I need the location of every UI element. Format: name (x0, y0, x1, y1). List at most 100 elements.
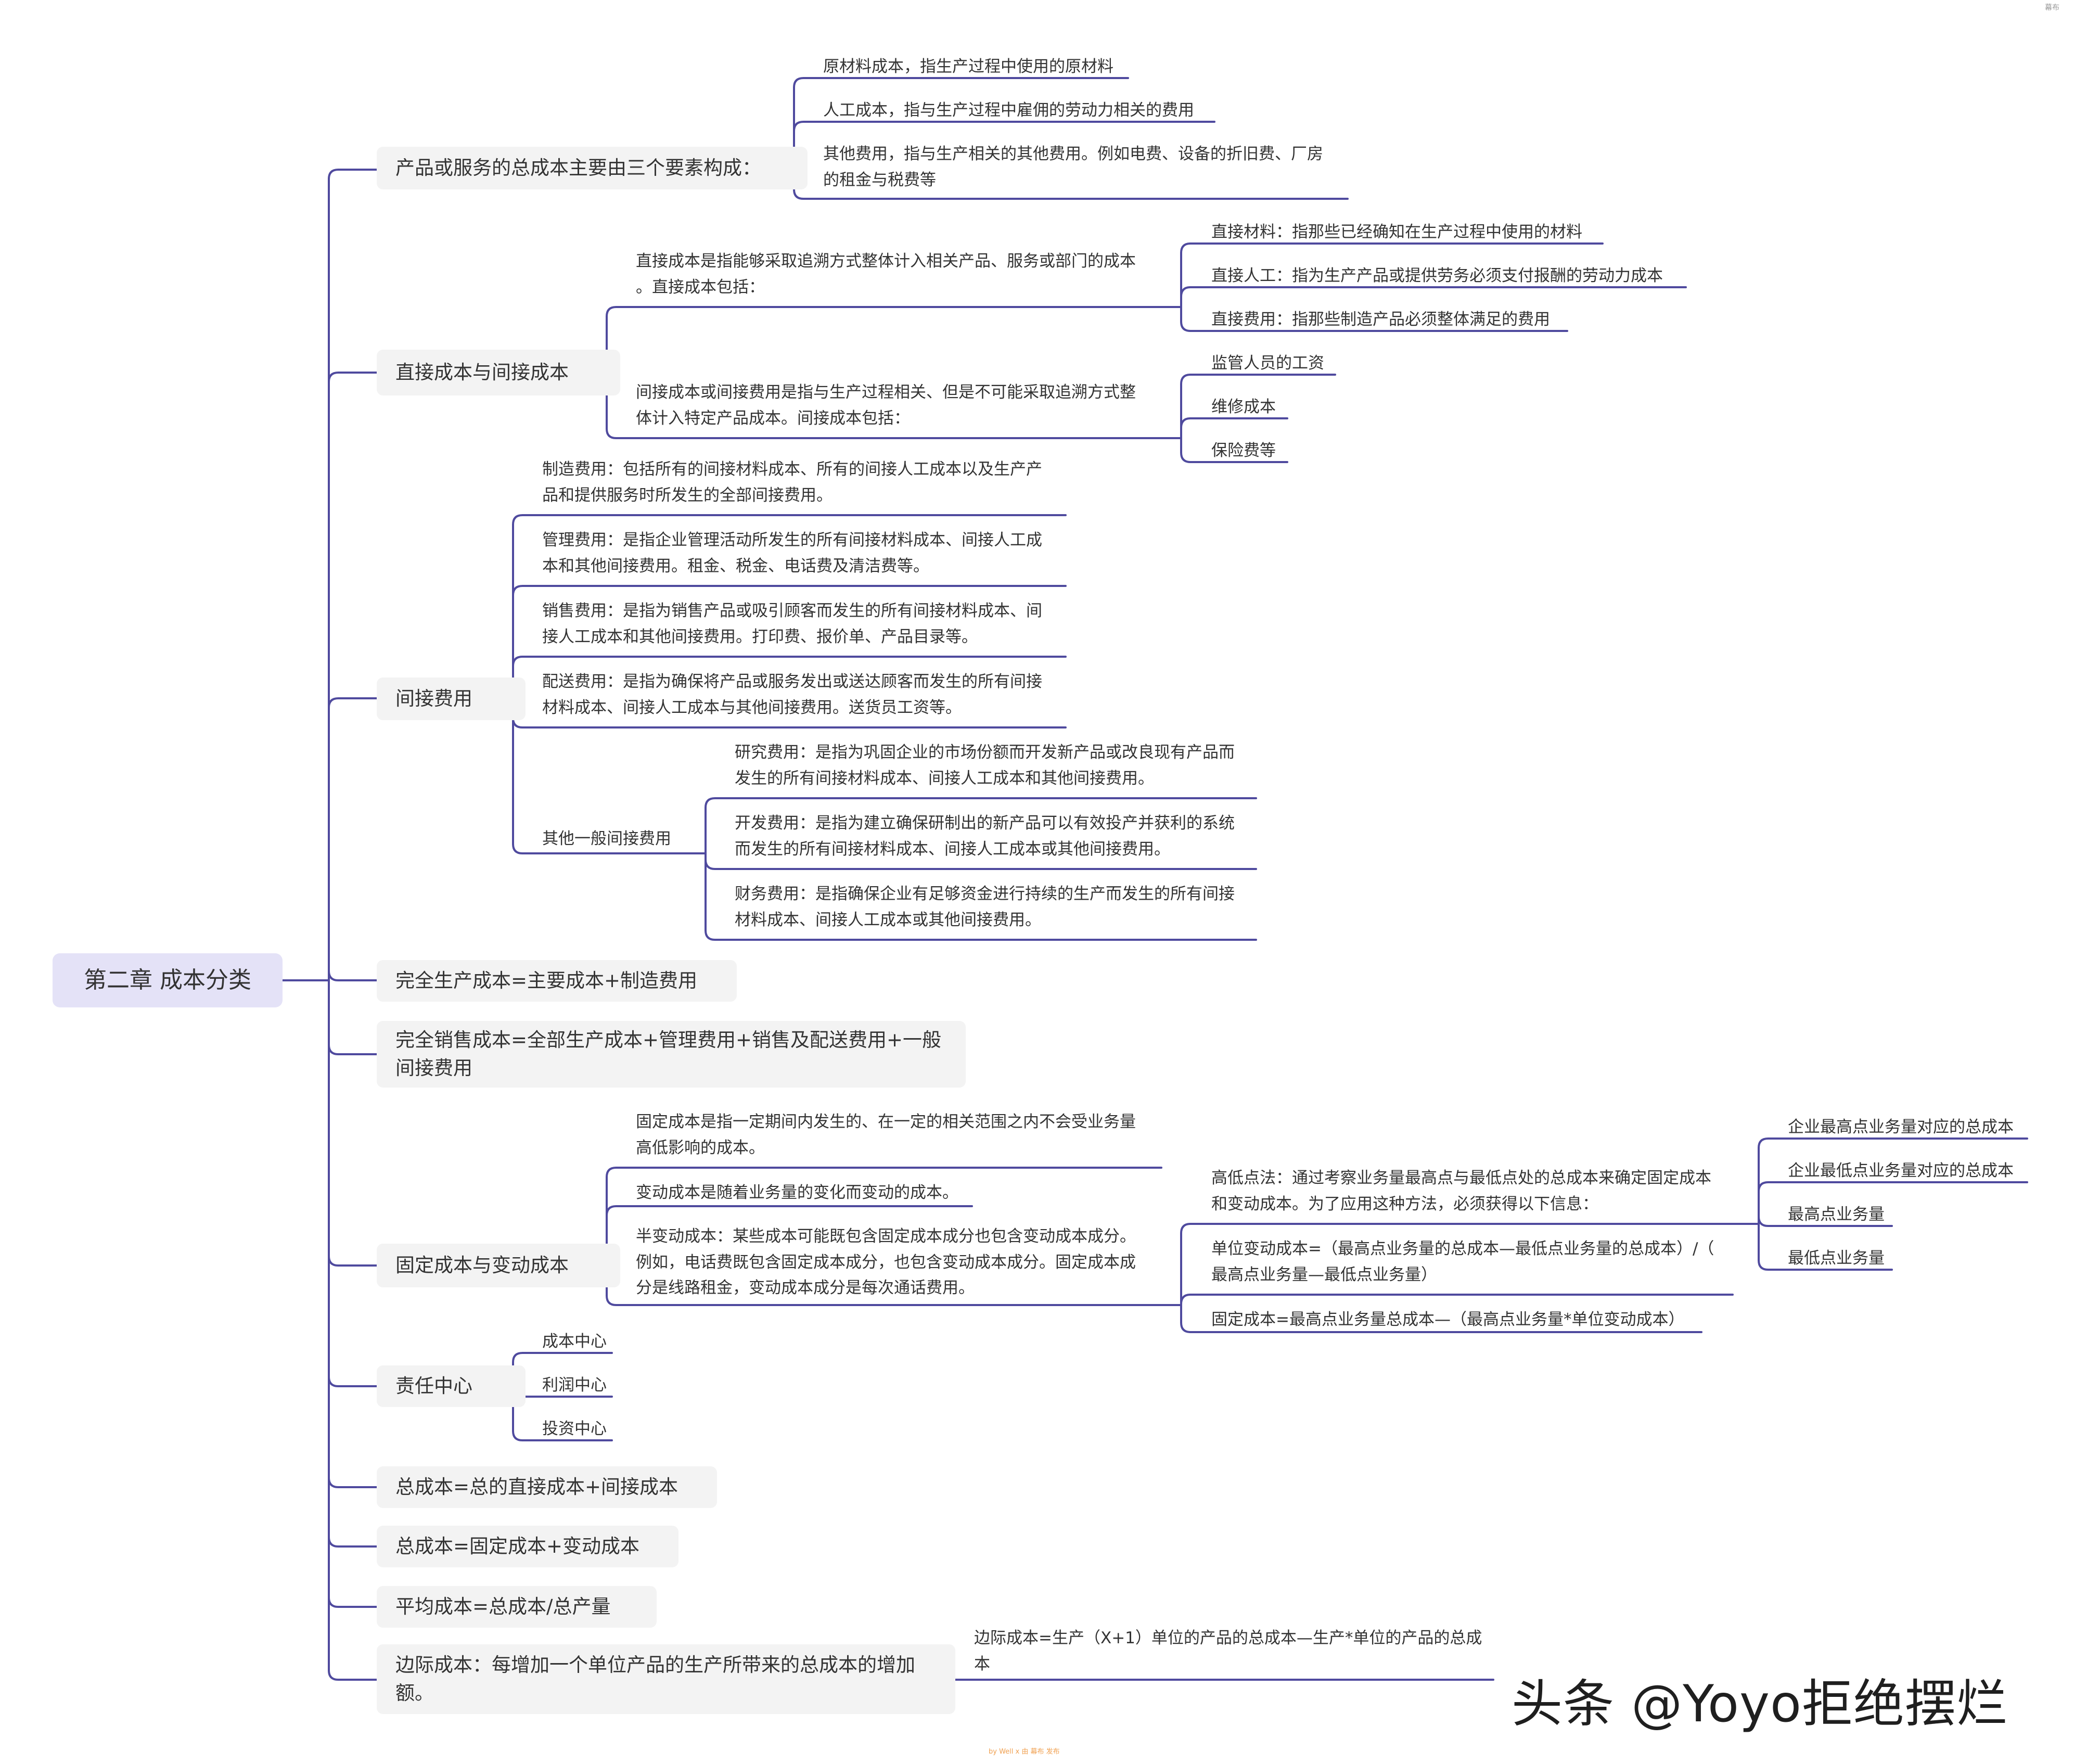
branch-high-low-branch-1 (1758, 1181, 2028, 1193)
leaf-profit-center[interactable]: 利润中心 (542, 1376, 607, 1395)
topic-full-sales-cost[interactable]: 完全销售成本=全部生产成本+管理费用+销售及配送费用+一般 间接费用 (377, 1021, 966, 1088)
leaf-line: 制造费用：包括所有的间接材料成本、所有的间接人工成本以及生产产 (542, 460, 1042, 479)
leaf-line: 高低影响的成本。 (636, 1138, 765, 1157)
leaf-raw-material-cost[interactable]: 原材料成本，指生产过程中使用的原材料 (823, 57, 1113, 76)
leaf-line: 其他费用，指与生产相关的其他费用。例如电费、设备的折旧费、厂房 (823, 145, 1323, 163)
branch-cost-elements-branch-0 (793, 77, 1129, 88)
leaf-other-expenses[interactable]: 其他费用，指与生产相关的其他费用。例如电费、设备的折旧费、厂房 的租金与税费等 (823, 142, 1323, 193)
leaf-line: 研究费用：是指为巩固企业的市场份额而开发新产品或改良现有产品而 (735, 743, 1235, 762)
topic-total-cost-fixed[interactable]: 总成本=固定成本+变动成本 (377, 1526, 678, 1567)
leaf-direct-material[interactable]: 直接材料：指那些已经确知在生产过程中使用的材料 (1211, 223, 1582, 241)
watermark: 头条 @Yoyo拒绝摆烂 (1512, 1674, 2008, 1734)
branch-responsibility-branch-0 (512, 1352, 613, 1363)
root-branches-branch-1 (328, 372, 378, 383)
leaf-direct-labor[interactable]: 直接人工：指为生产产品或提供劳务必须支付报酬的劳动力成本 (1211, 266, 1663, 285)
leaf-highest-volume[interactable]: 最高点业务量 (1788, 1205, 1885, 1224)
leaf-insurance[interactable]: 保险费等 (1211, 441, 1276, 460)
leaf-highest-total-cost[interactable]: 企业最高点业务量对应的总成本 (1788, 1118, 2014, 1136)
leaf-manufacturing-overhead[interactable]: 制造费用：包括所有的间接材料成本、所有的间接人工成本以及生产产 品和提供服务时所… (542, 457, 1042, 508)
topic-marginal-cost[interactable]: 边际成本：每增加一个单位产品的生产所带来的总成本的增加 额。 (377, 1644, 955, 1714)
branch-high-low-branch-2 (1758, 1216, 1893, 1227)
leaf-admin-overhead[interactable]: 管理费用：是指企业管理活动所发生的所有间接材料成本、间接人工成 本和其他间接费用… (542, 528, 1042, 579)
topic-direct-indirect-cost[interactable]: 直接成本与间接成本 (377, 350, 620, 395)
leaf-line: 的租金与税费等 (823, 170, 936, 189)
leaf-unit-variable-cost-formula[interactable]: 单位变动成本=（最高点业务量的总成本—最低点业务量的总成本）/（ 最高点业务量—… (1211, 1236, 1714, 1288)
topic-label: 完全生产成本=主要成本+制造费用 (395, 969, 698, 992)
root-branches-branch-8 (328, 1536, 378, 1548)
leaf-indirect-cost-definition[interactable]: 间接成本或间接费用是指与生产过程相关、但是不可能采取追溯方式整 体计入特定产品成… (636, 380, 1136, 431)
topic-label: 总成本=固定成本+变动成本 (395, 1535, 640, 1558)
leaf-research-cost[interactable]: 研究费用：是指为巩固企业的市场份额而开发新产品或改良现有产品而 发生的所有间接材… (735, 740, 1235, 791)
leaf-direct-expense[interactable]: 直接费用：指那些制造产品必须整体满足的费用 (1211, 310, 1550, 329)
branch-high-low-branch-3 (1758, 1259, 1893, 1271)
branch-fixed-variable-branch-1 (606, 1205, 973, 1217)
leaf-line: 固定成本是指一定期间内发生的、在一定的相关范围之内不会受业务量 (636, 1113, 1136, 1131)
topic-label: 总成本=总的直接成本+间接成本 (395, 1476, 678, 1499)
leaf-line: 而发生的所有间接材料成本、间接人工成本或其他间接费用。 (735, 839, 1170, 859)
topic-responsibility-center[interactable]: 责任中心 (377, 1365, 526, 1407)
leaf-distribution-overhead[interactable]: 配送费用：是指为确保将产品或服务发出或送达顾客而发生的所有间接 材料成本、间接人… (542, 669, 1042, 721)
leaf-line: 本和其他间接费用。租金、税金、电话费及清洁费等。 (542, 556, 929, 576)
topic-label: 产品或服务的总成本主要由三个要素构成： (395, 157, 761, 180)
leaf-line: 管理费用：是指企业管理活动所发生的所有间接材料成本、间接人工成 (542, 531, 1042, 549)
leaf-direct-cost-definition[interactable]: 直接成本是指能够采取追溯方式整体计入相关产品、服务或部门的成本 。直接成本包括： (636, 249, 1136, 300)
topic-label: 平均成本=总成本/总产量 (395, 1595, 611, 1618)
footer-credit: by Well x 由 幕布 发布 (989, 1748, 1060, 1756)
leaf-other-general-overhead[interactable]: 其他一般间接费用 (542, 829, 671, 848)
branch-overheads-branch-1 (512, 585, 1067, 596)
leaf-variable-cost-definition[interactable]: 变动成本是随着业务量的变化而变动的成本。 (636, 1183, 958, 1202)
branch-direct-indirect-branch-0 (606, 306, 1164, 317)
leaf-lowest-volume[interactable]: 最低点业务量 (1788, 1249, 1885, 1268)
leaf-labor-cost[interactable]: 人工成本，指与生产过程中雇佣的劳动力相关的费用 (823, 101, 1194, 120)
topic-total-cost-direct[interactable]: 总成本=总的直接成本+间接成本 (377, 1466, 717, 1508)
leaf-line: 材料成本、间接人工成本与其他间接费用。送货员工资等。 (542, 698, 962, 717)
leaf-high-low-method[interactable]: 高低点法：通过考察业务量最高点与最低点处的总成本来确定固定成本 和变动成本。为了… (1211, 1166, 1711, 1217)
topic-label: 责任中心 (395, 1375, 472, 1398)
leaf-line: 半变动成本：某些成本可能既包含固定成本成分也包含变动成本成分。 (636, 1227, 1136, 1246)
leaf-line: 最高点业务量—最低点业务量） (1211, 1265, 1437, 1284)
leaf-marginal-cost-formula[interactable]: 边际成本=生产（X+1）单位的产品的总成本—生产*单位的产品的总成 本 (974, 1626, 1482, 1677)
root-branches-branch-9 (328, 1596, 378, 1608)
leaf-line: 高低点法：通过考察业务量最高点与最低点处的总成本来确定固定成本 (1211, 1169, 1711, 1187)
leaf-line: 分是线路租金，变动成本成分是每次通话费用。 (636, 1279, 975, 1298)
leaf-development-cost[interactable]: 开发费用：是指为建立确保研制出的新产品可以有效投产并获利的系统 而发生的所有间接… (735, 811, 1235, 862)
branch-direct-items-branch-1 (1180, 286, 1687, 298)
topic-overheads[interactable]: 间接费用 (377, 678, 526, 720)
leaf-line: 直接成本是指能够采取追溯方式整体计入相关产品、服务或部门的成本 (636, 252, 1136, 271)
topic-label-line: 边际成本：每增加一个单位产品的生产所带来的总成本的增加 (395, 1654, 915, 1677)
leaf-investment-center[interactable]: 投资中心 (542, 1420, 607, 1438)
leaf-semi-variable-cost[interactable]: 半变动成本：某些成本可能既包含固定成本成分也包含变动成本成分。 例如，电话费既包… (636, 1224, 1136, 1301)
topic-fixed-variable-cost[interactable]: 固定成本与变动成本 (377, 1244, 620, 1287)
leaf-finance-cost[interactable]: 财务费用：是指确保企业有足够资金进行持续的生产而发生的所有间接 材料成本、间接人… (735, 881, 1235, 933)
leaf-line: 发生的所有间接材料成本、间接人工成本和其他间接费用。 (735, 769, 1154, 788)
leaf-line: 。直接成本包括： (636, 277, 765, 297)
leaf-lowest-total-cost[interactable]: 企业最低点业务量对应的总成本 (1788, 1161, 2014, 1180)
branch-cost-elements-branch-1 (793, 121, 1215, 132)
branch-responsibility-branch-2 (512, 1430, 613, 1441)
topic-cost-elements[interactable]: 产品或服务的总成本主要由三个要素构成： (377, 147, 808, 189)
topic-label-line: 完全销售成本=全部生产成本+管理费用+销售及配送费用+一般 (395, 1029, 942, 1052)
leaf-maintenance-cost[interactable]: 维修成本 (1211, 398, 1276, 416)
branch-fixed-variable-branch-0 (606, 1167, 1162, 1178)
leaf-supervisor-wages[interactable]: 监管人员的工资 (1211, 354, 1324, 373)
leaf-cost-center[interactable]: 成本中心 (542, 1332, 607, 1351)
root-topic[interactable]: 第二章 成本分类 (53, 953, 283, 1007)
branch-overheads-branch-4 (512, 843, 707, 854)
branch-high-low-branch-0 (1758, 1137, 2028, 1149)
topic-label: 直接成本与间接成本 (395, 361, 569, 384)
leaf-fixed-cost-formula[interactable]: 固定成本=最高点业务量总成本—（最高点业务量*单位变动成本） (1211, 1310, 1685, 1329)
topic-label: 间接费用 (395, 687, 472, 710)
corner-badge[interactable]: 幕布 (2045, 4, 2059, 12)
leaf-fixed-cost-definition[interactable]: 固定成本是指一定期间内发生的、在一定的相关范围之内不会受业务量 高低影响的成本。 (636, 1109, 1136, 1161)
topic-average-cost[interactable]: 平均成本=总成本/总产量 (377, 1586, 657, 1628)
branch-other-overheads-branch-2 (705, 929, 1257, 941)
leaf-line: 边际成本=生产（X+1）单位的产品的总成本—生产*单位的产品的总成 (974, 1629, 1482, 1647)
branch-fixed-variable-branch-2 (606, 1295, 1162, 1306)
leaf-line: 间接成本或间接费用是指与生产过程相关、但是不可能采取追溯方式整 (636, 383, 1136, 402)
leaf-line: 本 (974, 1654, 990, 1673)
leaf-selling-overhead[interactable]: 销售费用：是指为销售产品或吸引顾客而发生的所有间接材料成本、间 接人工成本和其他… (542, 598, 1042, 650)
branch-other-overheads-branch-0 (705, 797, 1257, 809)
topic-full-production-cost[interactable]: 完全生产成本=主要成本+制造费用 (377, 960, 737, 1002)
